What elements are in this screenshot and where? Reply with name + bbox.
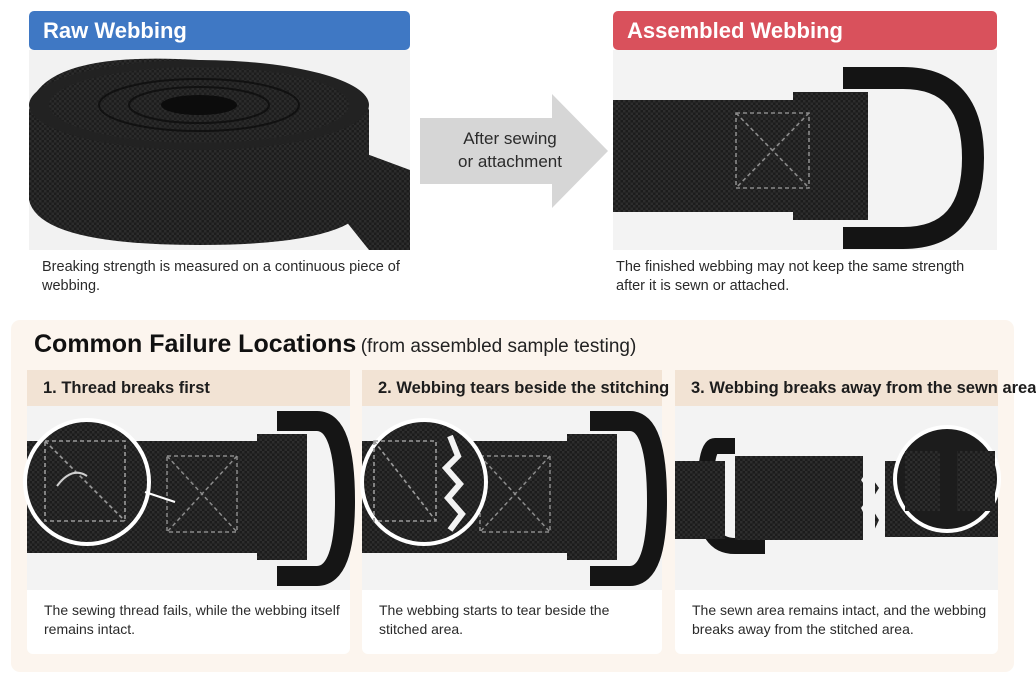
failure-photo-thread-breaks [23,406,356,590]
failure-title-main: Common Failure Locations [34,330,357,358]
failure-card-thread-breaks: 1. Thread breaks first [23,370,356,654]
failure-card-breaks-away: 3. Webbing breaks away from the sewn are… [675,370,1036,654]
raw-webbing-caption: Breaking strength is measured on a conti… [42,259,400,294]
arrow-label-line2: or attachment [458,152,562,171]
failure-photo-breaks-away [675,406,1001,590]
failure-card-tears-beside-stitching: 2. Webbing tears beside the stitching [360,370,669,654]
arrow-label-line1: After sewing [463,129,557,148]
assembled-webbing-caption: The finished webbing may not keep the sa… [616,259,965,294]
process-arrow [420,94,608,208]
failure-locations-title: Common Failure Locations (from assembled… [34,330,636,359]
arrow-label: After sewing or attachment [420,127,600,173]
failure-card-caption: The webbing starts to tear beside the st… [379,602,610,637]
raw-webbing-photo [29,50,410,250]
failure-card-caption: The sewing thread fails, while the webbi… [44,602,340,637]
failure-card-label: 2. Webbing tears beside the stitching [362,370,669,406]
failure-card-caption: The sewn area remains intact, and the we… [692,602,987,637]
failure-card-label: 1. Thread breaks first [27,370,350,406]
assembled-webbing-photo [613,50,997,250]
raw-webbing-header: Raw Webbing [29,11,410,50]
failure-photo-tears-beside-stitching [360,406,668,590]
failure-card-label: 3. Webbing breaks away from the sewn are… [675,370,1036,406]
failure-title-subtitle: (from assembled sample testing) [360,336,637,357]
assembled-webbing-header: Assembled Webbing [613,11,997,50]
